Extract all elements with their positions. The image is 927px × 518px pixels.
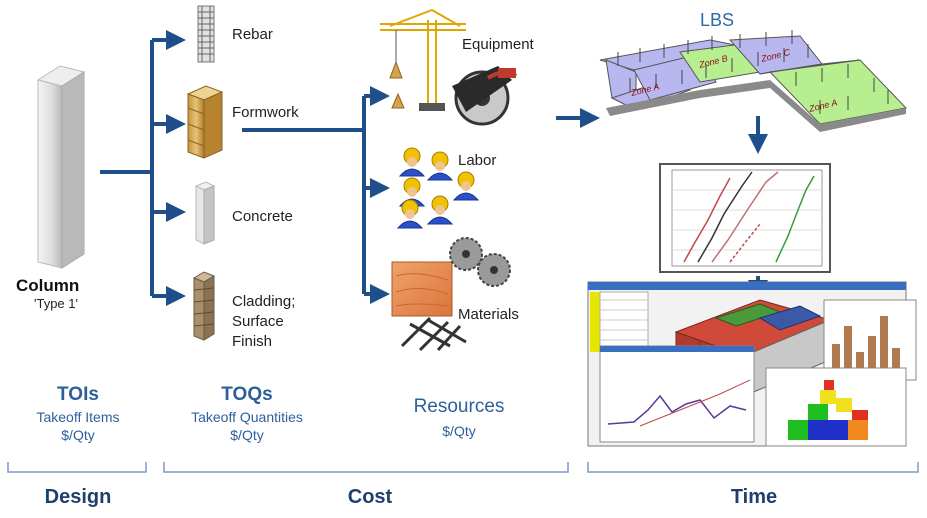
toq-concrete-label: Concrete	[232, 208, 293, 225]
toqs-heading: TOQs	[221, 384, 273, 405]
design-item-type: 'Type 1'	[34, 296, 78, 311]
flowline-chart-icon	[659, 163, 831, 273]
labor-group	[396, 147, 480, 229]
cladding-icon	[192, 271, 216, 341]
sawblade-icon	[449, 237, 511, 287]
resources-heading: Resources	[413, 396, 505, 417]
scaffold-icon	[400, 316, 467, 352]
worker-icon	[426, 195, 454, 225]
toqs-unit: $/Qty	[230, 427, 264, 443]
design-item-name: Column	[16, 276, 80, 295]
design-to-toq-arrows	[100, 30, 186, 306]
toqs-subtitle: Takeoff Quantities	[191, 409, 303, 425]
resources-unit: $/Qty	[442, 423, 476, 439]
tois-unit: $/Qty	[61, 427, 95, 443]
toq-rebar-label: Rebar	[232, 26, 273, 43]
saw-icon	[452, 66, 518, 126]
worker-icon	[452, 171, 480, 201]
lbs-plan-icon	[599, 30, 908, 132]
toq-formwork-label: Formwork	[232, 104, 299, 121]
resource-materials-label: Materials	[458, 306, 519, 323]
concrete-icon	[194, 181, 216, 245]
tois-subtitle: Takeoff Items	[36, 409, 120, 425]
crane-load-icon	[389, 60, 405, 109]
formwork-icon	[186, 85, 224, 159]
toq-cladding-label: Cladding; Surface Finish	[232, 293, 296, 350]
resource-labor-label: Labor	[458, 152, 497, 169]
resource-equipment-label: Equipment	[462, 36, 534, 53]
material-slab-icon	[391, 261, 453, 317]
toq-to-resource-arrows	[242, 86, 390, 304]
worker-icon	[396, 199, 424, 229]
schedule-dashboard-icon	[587, 281, 917, 447]
worker-icon	[398, 147, 426, 177]
phase-cost: Cost	[347, 486, 393, 508]
rebar-icon	[197, 5, 215, 63]
worker-icon	[426, 151, 454, 181]
tois-heading: TOIs	[57, 384, 99, 405]
phase-design: Design	[44, 486, 112, 508]
lbs-title: LBS	[700, 10, 735, 30]
crane-icon	[380, 9, 466, 111]
phase-time: Time	[730, 486, 778, 508]
column-icon	[36, 65, 86, 269]
phase-braces	[7, 462, 919, 473]
